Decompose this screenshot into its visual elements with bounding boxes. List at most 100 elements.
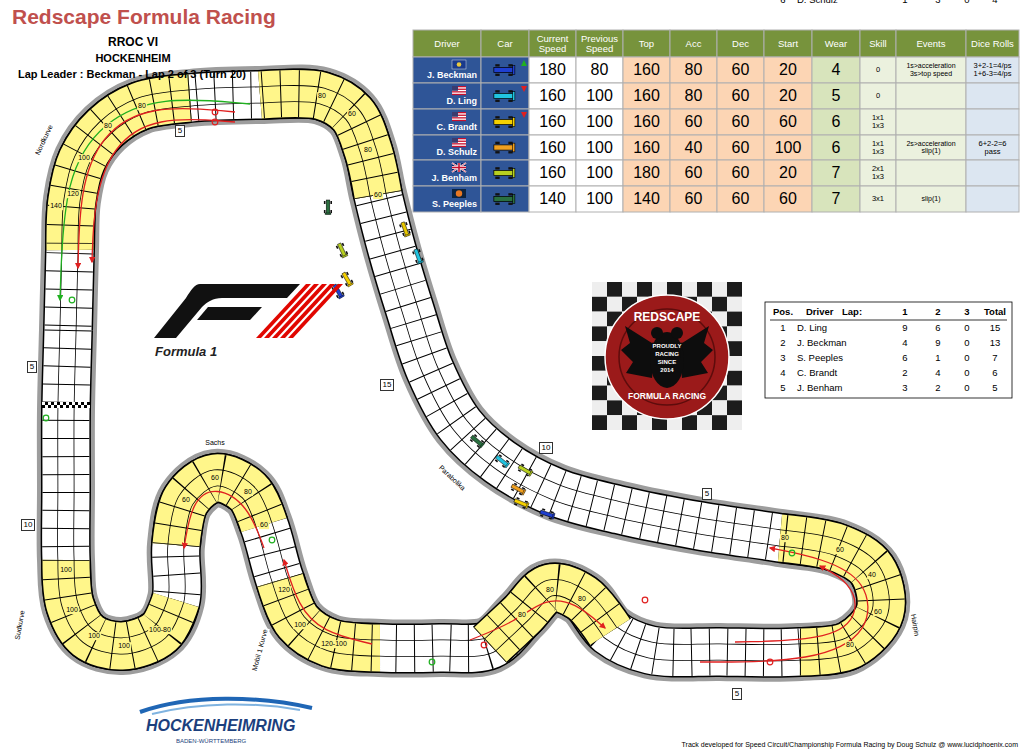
table-header: Dec (720, 38, 761, 48)
standings-cell: 0 (964, 353, 969, 363)
table-cell-bg (481, 30, 529, 57)
car-wheel (508, 203, 512, 205)
table-cell-bg (413, 83, 481, 109)
table-cell: 7 (832, 190, 841, 208)
table-cell-bg (966, 30, 1019, 57)
track-wall (66, 94, 882, 653)
speed-limit: 100 (293, 621, 307, 629)
flag-field (452, 112, 466, 121)
table-cell-bg (896, 57, 966, 83)
table-cell-bg (860, 186, 896, 212)
page-title: Redscape Formula Racing (12, 5, 276, 28)
standings-cell: D. Schulz (797, 0, 838, 5)
race-dot (789, 550, 795, 556)
f1-letter (197, 307, 262, 320)
car-wing (338, 295, 344, 299)
car-wing (325, 213, 331, 215)
table-cell-bg (481, 57, 529, 83)
table-cell-bg (764, 135, 812, 160)
flag-field (452, 189, 466, 198)
standings-cell: D. Ling (797, 323, 827, 333)
distance-marker: 15 (380, 379, 395, 391)
standings-cell: C. Brandt (797, 368, 837, 378)
track-layer (280, 580, 380, 648)
standings-cell: Lap: (842, 307, 862, 317)
standings-cell: S. Peeples (797, 353, 843, 363)
start-square (42, 405, 45, 408)
track-layer (260, 94, 378, 195)
driver-name: D. Schulz (436, 148, 477, 158)
table-header: Top (626, 38, 667, 48)
corner-name: Sudkurve (13, 609, 26, 641)
car-wheel (508, 151, 512, 153)
skill-cell: 2x1 1x3 (867, 165, 889, 182)
standings-cell: 6 (992, 368, 997, 378)
standings-cell: 0 (964, 0, 969, 5)
start-square (48, 405, 51, 408)
table-cell: 100 (775, 139, 802, 157)
table-cell-bg (812, 109, 860, 135)
standings-cell: Driver (806, 307, 833, 317)
car-wheel (399, 224, 402, 227)
table-cell: 160 (633, 61, 660, 79)
table-cell-bg (576, 83, 623, 109)
table-cell: 60 (685, 113, 703, 131)
standings-cell: 4 (935, 368, 940, 378)
speed-limit: 100-80 (148, 626, 172, 634)
country-flag (452, 163, 466, 172)
hockenheim-logo (140, 699, 312, 714)
country-flag (452, 138, 466, 147)
car-wheel (508, 90, 512, 92)
table-cell: 180 (539, 61, 566, 79)
track-layer (176, 478, 264, 545)
table-cell: 160 (539, 113, 566, 131)
race-car (510, 482, 527, 496)
standings-cell: 1 (902, 307, 907, 317)
logo-text: 2014 (659, 367, 674, 374)
table-cell-bg (576, 30, 623, 57)
car-wing (513, 195, 515, 204)
marker-number: 15 (383, 380, 392, 389)
speed-limit: 140 (49, 202, 63, 210)
track-layer (176, 478, 264, 545)
table-cell-bg (576, 109, 623, 135)
standings-cell: Pos. (773, 307, 793, 317)
flag-emblem (457, 62, 462, 67)
table-header: Skill (863, 38, 893, 48)
car-wheel (495, 203, 499, 205)
race-car (469, 433, 485, 449)
speed-limit: 80 (103, 122, 113, 130)
table-cell-bg (966, 57, 1019, 83)
race-dot (429, 659, 435, 665)
car-wheel (324, 210, 326, 213)
start-line (42, 402, 90, 408)
car-body (540, 510, 554, 518)
standings-cell: J. Beckman (797, 338, 847, 348)
start-square (54, 402, 57, 405)
car-wheel (495, 151, 499, 153)
standings-cell: 4 (902, 338, 907, 348)
start-square (81, 402, 84, 405)
checker-square (682, 415, 697, 430)
checker-square (607, 297, 622, 312)
start-square (72, 402, 75, 405)
standings-cell: 13 (990, 338, 1001, 348)
race-car (513, 497, 529, 510)
track-layer (66, 560, 176, 646)
marker-number: 10 (542, 443, 551, 452)
standings-table (765, 302, 1012, 398)
eagle-head (651, 327, 663, 339)
table-cell: 60 (732, 190, 750, 208)
speed-limit: 60 (210, 474, 220, 482)
checker-square (727, 400, 742, 415)
driver-name: J. Benham (431, 174, 477, 184)
race-car (494, 454, 510, 469)
car-wheel (495, 64, 499, 66)
table-cell-bg (860, 109, 896, 135)
race-dot (69, 297, 75, 303)
table-cell-bg (860, 83, 896, 109)
race-dot (767, 659, 773, 665)
logo-disc (605, 295, 729, 419)
corner-name: Sachs (204, 439, 225, 447)
